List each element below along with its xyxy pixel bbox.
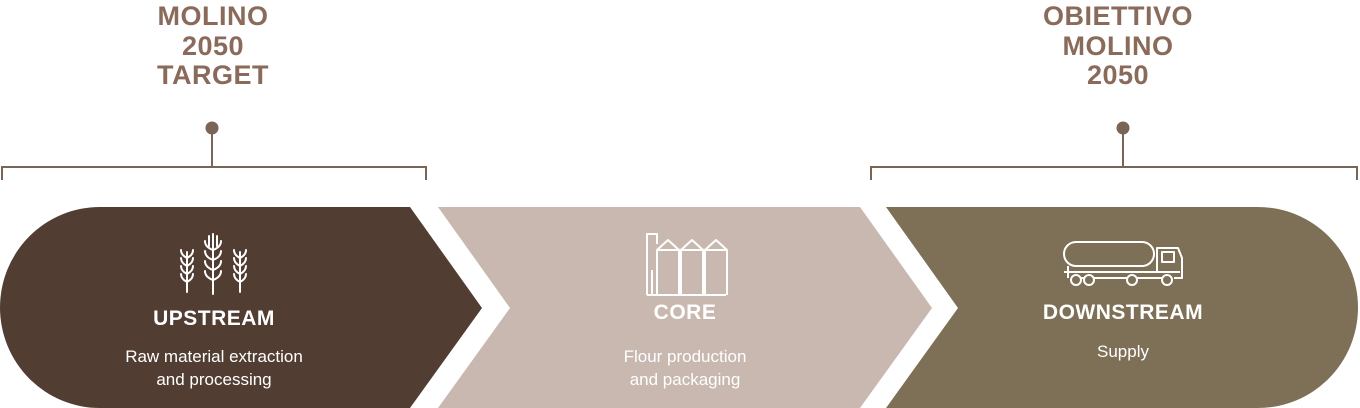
downstream-label: DOWNSTREAM (1042, 301, 1204, 324)
obiettivo-molino-2050-title: OBIETTIVO MOLINO 2050 (1042, 1, 1193, 90)
downstream-description: Supply (1097, 342, 1149, 361)
downstream-bracket (870, 129, 1358, 180)
silo-icon (646, 233, 728, 296)
molino-2050-target-title: MOLINO 2050 TARGET (157, 1, 269, 90)
upstream-stage-shape (0, 207, 482, 408)
core-label: CORE (653, 301, 717, 324)
tanker-truck-icon (1063, 241, 1183, 286)
upstream-label: UPSTREAM (153, 307, 275, 330)
downstream-bracket-dot (1116, 121, 1130, 135)
core-description: Flour production and packaging (623, 347, 747, 389)
downstream-stage-shape (886, 207, 1358, 408)
upstream-bracket-dot (205, 121, 219, 135)
upstream-description: Raw material extraction and processing (125, 347, 303, 389)
core-stage-shape (438, 207, 932, 408)
wheat-icon (180, 233, 247, 295)
upstream-bracket (1, 129, 427, 180)
